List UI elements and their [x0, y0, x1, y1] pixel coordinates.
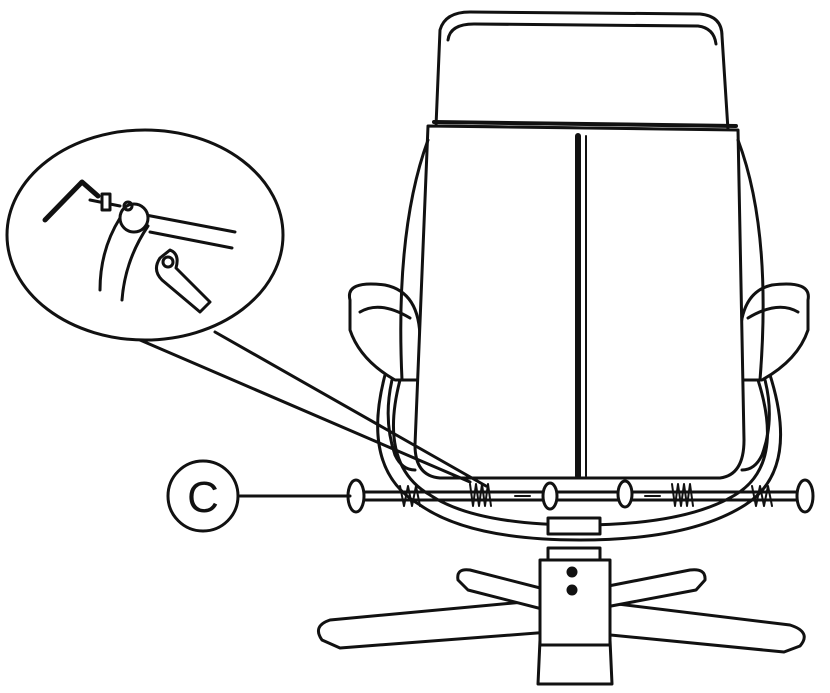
wrench-icon	[155, 248, 212, 314]
right-armrest	[738, 282, 810, 472]
label-c-callout	[166, 459, 352, 533]
chair-back	[399, 10, 765, 480]
swivel-frame	[376, 373, 783, 542]
detail-bubble	[5, 128, 285, 342]
hex-key-icon	[42, 179, 134, 223]
detail-leader-lines	[138, 330, 488, 488]
label-c: C	[187, 473, 219, 522]
star-base	[316, 546, 806, 686]
connecting-rod	[346, 478, 815, 514]
